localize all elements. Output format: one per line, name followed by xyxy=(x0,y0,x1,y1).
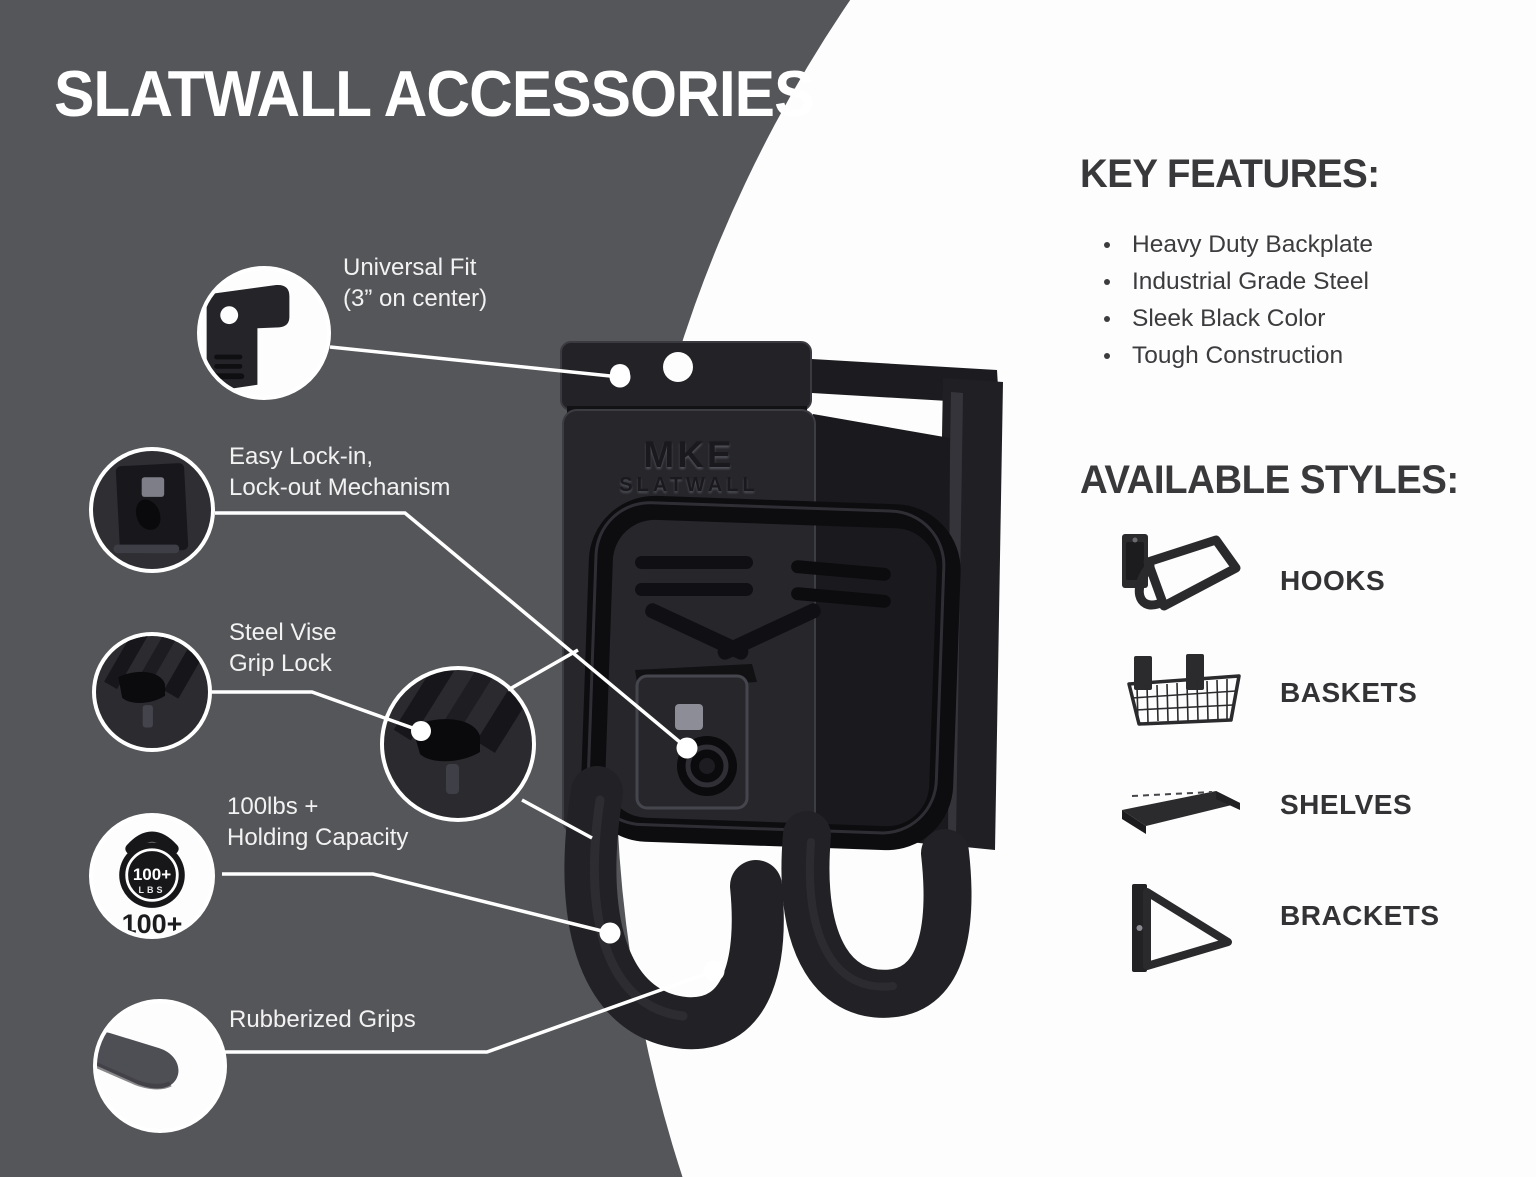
style-label-shelves: SHELVES xyxy=(1280,789,1413,820)
lock-mechanism-thumbnail xyxy=(89,447,215,573)
feature-text: Industrial Grade Steel xyxy=(1132,267,1369,295)
bullet-icon xyxy=(1104,278,1110,285)
universal-fit-thumbnail xyxy=(197,266,331,400)
hooks-icon xyxy=(1122,534,1241,611)
vise-grip-thumbnail xyxy=(92,632,212,752)
product-photo-slatwall-hook xyxy=(560,341,1003,1050)
callout-label-universal-fit: Universal Fit (3” on center) xyxy=(343,254,488,312)
brackets-icon xyxy=(1132,884,1232,972)
bullet-icon xyxy=(1104,352,1110,359)
page-title: SLATWALL ACCESSORIES xyxy=(54,57,814,130)
baskets-icon xyxy=(1127,654,1241,726)
callout-label-lock-mechanism: Easy Lock-in, Lock-out Mechanism xyxy=(229,443,451,501)
key-features-heading: KEY FEATURES: xyxy=(1080,152,1380,196)
bullet-icon xyxy=(1104,315,1110,322)
capacity-caption: 100+ xyxy=(121,909,183,939)
callout-label-holding-capacity: 100lbs + Holding Capacity xyxy=(227,793,409,851)
feature-item: Industrial Grade Steel xyxy=(1104,263,1373,300)
product-brand-embossed: MKE xyxy=(643,434,735,475)
capacity-badge-thumbnail: 100+ LBS 100+ xyxy=(89,813,215,939)
feature-item: Heavy Duty Backplate xyxy=(1104,226,1373,263)
style-label-baskets: BASKETS xyxy=(1280,677,1418,708)
rubber-grip-thumbnail xyxy=(93,999,227,1133)
callout-label-vise-grip: Steel Vise Grip Lock xyxy=(229,619,337,677)
backplate-detail-image xyxy=(206,284,290,393)
feature-text: Sleek Black Color xyxy=(1132,304,1326,332)
rubber-grip-detail-image xyxy=(97,1032,179,1090)
available-styles-heading: AVAILABLE STYLES: xyxy=(1080,458,1459,502)
feature-text: Heavy Duty Backplate xyxy=(1132,230,1374,258)
product-brand-sub-embossed: SLATWALL xyxy=(619,474,759,496)
capacity-unit: LBS xyxy=(138,885,166,895)
kettlebell-icon xyxy=(119,831,185,908)
shelves-icon xyxy=(1122,791,1240,834)
style-label-brackets: BRACKETS xyxy=(1280,900,1440,931)
callout-label-rubberized-grips: Rubberized Grips xyxy=(229,1006,416,1033)
feature-text: Tough Construction xyxy=(1132,341,1344,369)
key-features-list: Heavy Duty Backplate Industrial Grade St… xyxy=(1104,226,1373,374)
vise-grip-magnifier-circle xyxy=(382,668,534,820)
lock-detail-image xyxy=(93,462,190,569)
style-label-hooks: HOOKS xyxy=(1280,565,1386,596)
capacity-value: 100+ xyxy=(132,865,172,884)
feature-item: Sleek Black Color xyxy=(1104,300,1373,337)
bullet-icon xyxy=(1104,241,1110,248)
feature-item: Tough Construction xyxy=(1104,337,1373,374)
